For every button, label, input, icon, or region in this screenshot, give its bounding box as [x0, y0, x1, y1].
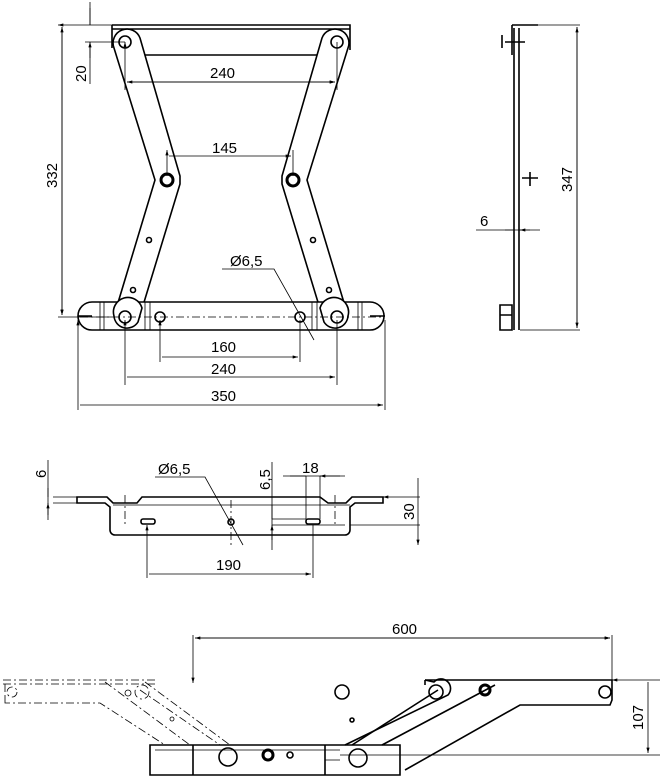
dim-strip: 6	[33, 470, 50, 478]
dim-slots: 190	[216, 557, 241, 574]
dim-width: 350	[211, 388, 236, 405]
dim-plan-hole-diameter: Ø6,5	[158, 461, 191, 478]
dim-side-height: 347	[559, 167, 576, 192]
plan-view: 6 Ø6,5 6,5 18 30 190	[33, 460, 420, 578]
top-bar	[111, 24, 351, 56]
dim-top-pivots: 240	[210, 65, 235, 82]
dim-thickness: 6	[480, 213, 488, 230]
dim-height: 332	[44, 163, 61, 188]
dim-mid-pivots: 145	[212, 140, 237, 157]
front-view: 240 145 Ø6,5 160 240 350 332 20	[44, 2, 385, 410]
right-arm	[281, 28, 350, 329]
dim-open-length: 600	[392, 621, 417, 638]
dim-slot-length: 18	[302, 460, 319, 477]
side-view: 347 6	[476, 24, 580, 331]
dim-bottom-pivots: 240	[211, 361, 236, 378]
dim-holes: 160	[211, 339, 236, 356]
dim-plan-height: 30	[401, 503, 418, 520]
dim-slot-width: 6,5	[257, 469, 274, 490]
open-view: 600 107	[3, 621, 660, 776]
dim-hole-diameter: Ø6,5	[230, 253, 263, 270]
left-arm	[112, 28, 181, 329]
dim-open-height: 107	[630, 705, 647, 730]
dim-top-offset: 20	[73, 65, 90, 82]
